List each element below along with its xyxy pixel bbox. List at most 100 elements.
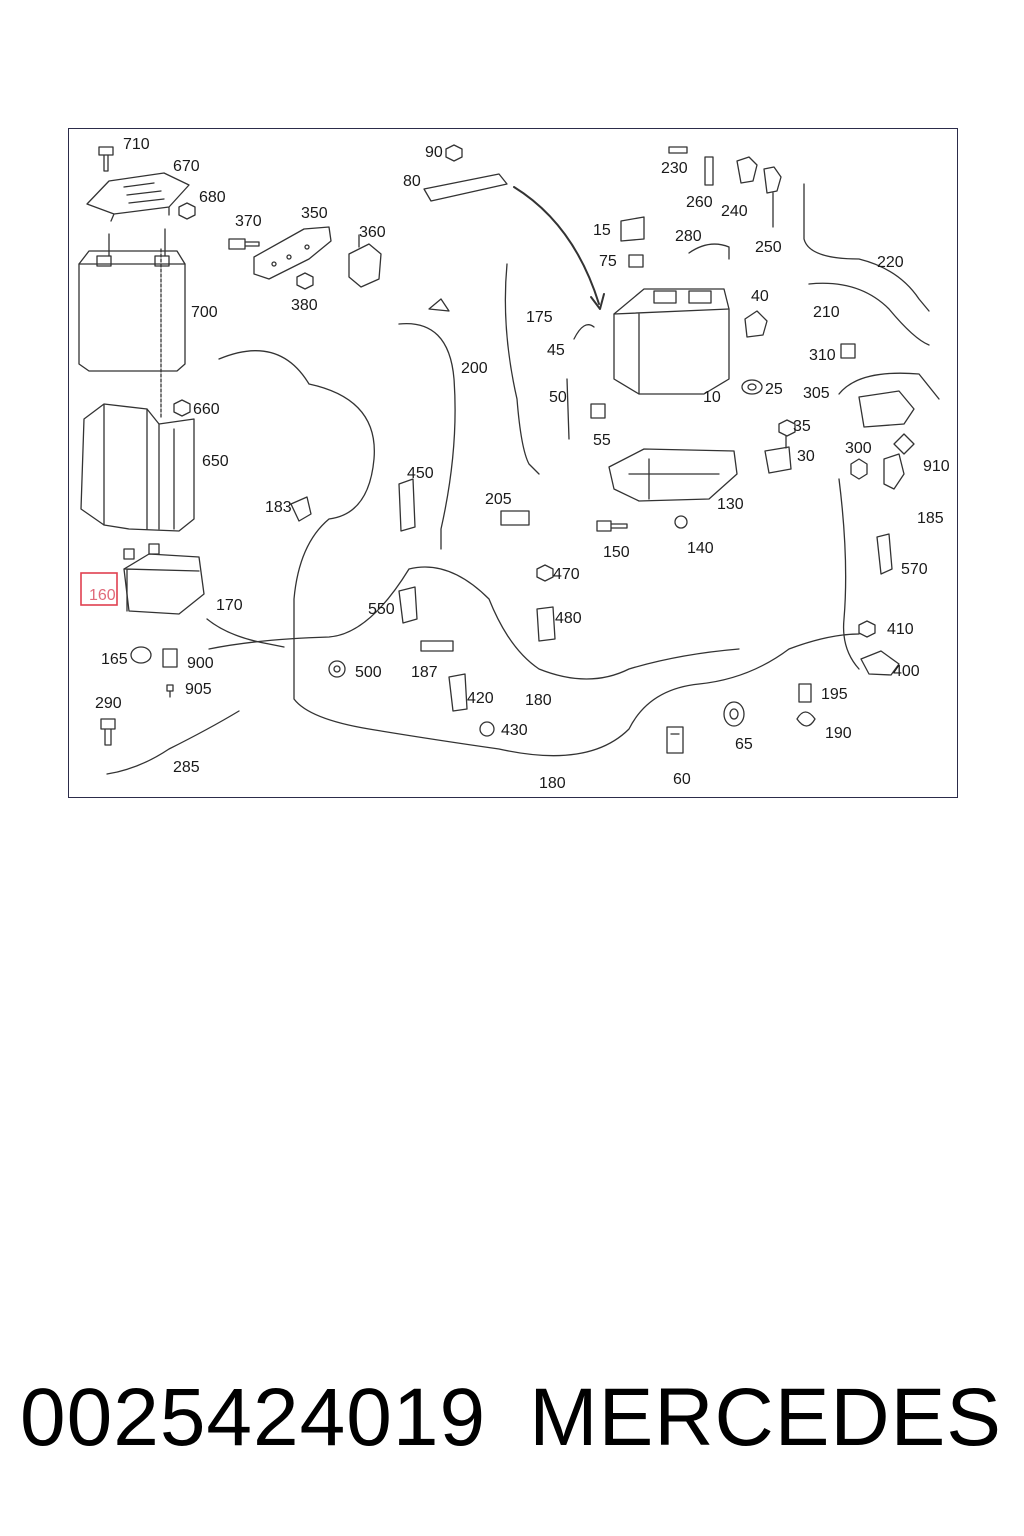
cable-210-part xyxy=(808,282,930,346)
callout-10: 10 xyxy=(703,389,721,406)
grommet-165-part xyxy=(130,646,152,664)
callout-250: 250 xyxy=(755,239,782,256)
callout-360: 360 xyxy=(359,224,386,241)
battery-10-part xyxy=(613,288,730,395)
callout-660: 660 xyxy=(193,401,220,418)
callout-150: 150 xyxy=(603,544,630,561)
callout-300: 300 xyxy=(845,440,872,457)
bolt-150-part xyxy=(596,520,628,532)
terminal-910-part xyxy=(893,433,915,455)
callout-80: 80 xyxy=(403,173,421,190)
relay-160-part xyxy=(123,543,205,615)
callout-170: 170 xyxy=(216,597,243,614)
callout-905: 905 xyxy=(185,681,212,698)
callout-480: 480 xyxy=(555,610,582,627)
callout-140: 140 xyxy=(687,540,714,557)
callout-187: 187 xyxy=(411,664,438,681)
callout-470: 470 xyxy=(553,566,580,583)
callout-290: 290 xyxy=(95,695,122,712)
callout-700: 700 xyxy=(191,304,218,321)
bracket-450-part xyxy=(398,478,416,532)
cable-200-part xyxy=(398,323,456,550)
callout-900: 900 xyxy=(187,655,214,672)
highlight-box-160 xyxy=(80,572,118,606)
clip-75-part xyxy=(628,254,644,268)
nut-380-part xyxy=(296,272,314,290)
callout-190: 190 xyxy=(825,725,852,742)
callout-650: 650 xyxy=(202,453,229,470)
callout-30: 30 xyxy=(797,448,815,465)
callout-550: 550 xyxy=(368,601,395,618)
callout-55: 55 xyxy=(593,432,611,449)
callout-160: 160 xyxy=(89,587,116,604)
callout-65: 65 xyxy=(735,736,753,753)
callout-410: 410 xyxy=(887,621,914,638)
plug-40-part xyxy=(744,310,768,338)
bolt-370-part xyxy=(228,238,260,250)
callout-75: 75 xyxy=(599,253,617,270)
nut-410-part xyxy=(858,620,876,638)
terminal-185-part xyxy=(883,453,905,490)
sleeve-205-part xyxy=(500,510,530,526)
callout-420: 420 xyxy=(467,690,494,707)
cable-200b-part xyxy=(428,298,450,312)
callout-185: 185 xyxy=(917,510,944,527)
callout-210: 210 xyxy=(813,304,840,321)
callout-240: 240 xyxy=(721,203,748,220)
callout-910: 910 xyxy=(923,458,950,475)
battery-tray-650-part xyxy=(80,403,195,532)
callout-165: 165 xyxy=(101,651,128,668)
brand-name: MERCEDES xyxy=(529,1372,1002,1463)
callout-205: 205 xyxy=(485,491,512,508)
callout-570: 570 xyxy=(901,561,928,578)
connectors-230-260-240-250-parts xyxy=(668,146,782,228)
bracket-15-part xyxy=(620,216,645,242)
battery-700-part xyxy=(78,228,186,372)
callout-350: 350 xyxy=(301,205,328,222)
clip-55-part xyxy=(590,403,606,419)
callout-175: 175 xyxy=(526,309,553,326)
callout-280: 280 xyxy=(675,228,702,245)
cable-clip-570-part xyxy=(876,533,893,575)
nut-140-part xyxy=(674,515,688,529)
bracket-400-part xyxy=(860,650,900,676)
callout-380: 380 xyxy=(291,297,318,314)
callout-680: 680 xyxy=(199,189,226,206)
cable-170-part xyxy=(206,618,285,648)
callout-130: 130 xyxy=(717,496,744,513)
callout-305: 305 xyxy=(803,385,830,402)
callout-183: 183 xyxy=(265,499,292,516)
callout-60: 60 xyxy=(673,771,691,788)
tray-130-part xyxy=(608,448,738,502)
clip-190-part xyxy=(796,711,816,727)
terminal-183-part xyxy=(290,496,312,522)
part-number: 0025424019 xyxy=(20,1372,487,1463)
cable-280-part xyxy=(688,243,730,260)
bracket-550-part xyxy=(398,586,418,624)
callout-50: 50 xyxy=(549,389,567,406)
terminal-300-part xyxy=(850,458,868,480)
harness-180b-part xyxy=(208,566,740,680)
callout-25: 25 xyxy=(765,381,783,398)
callout-710: 710 xyxy=(123,136,150,153)
bolt-290-part xyxy=(100,718,116,746)
clip-30-part xyxy=(764,446,792,474)
clip-420-part xyxy=(448,673,468,712)
relay-305-part xyxy=(838,372,940,428)
callout-220: 220 xyxy=(877,254,904,271)
callout-35: 35 xyxy=(793,418,811,435)
cable-175-part xyxy=(504,263,540,475)
callout-180-b: 180 xyxy=(539,775,566,792)
fuse-187-part xyxy=(420,640,454,652)
callout-230: 230 xyxy=(661,160,688,177)
grommet-25-part xyxy=(741,379,763,395)
callout-260: 260 xyxy=(686,194,713,211)
grommet-65-part xyxy=(723,701,745,727)
cable-220-part xyxy=(803,183,930,312)
clip-360-part xyxy=(348,234,382,288)
holder-60-part xyxy=(666,726,684,754)
clip-310-part xyxy=(840,343,856,359)
cable-285-part xyxy=(106,710,240,775)
cover-670-part xyxy=(86,172,190,222)
hose-50-part xyxy=(566,378,570,440)
